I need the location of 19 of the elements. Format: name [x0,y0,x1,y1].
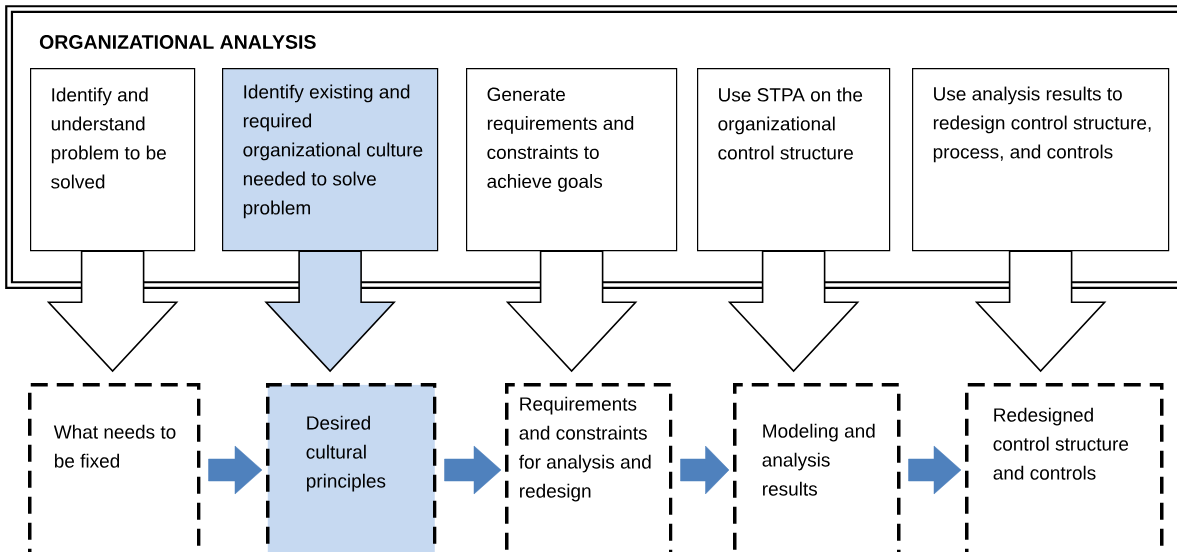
step-box: Identify existing and required organizational culture needed to solve problem [222,68,439,252]
step-box: Use STPA on the organizational control structure [697,68,891,252]
outcome-box: Modeling and analysis results [733,383,901,552]
step-box: Identify and understand problem to be solved [30,68,196,252]
block-arrow [264,250,396,373]
block-arrow [505,250,638,373]
step-box: Generate requirements and constraints to achieve goals [466,68,678,252]
block-arrow [46,250,179,373]
block-arrow [908,445,962,495]
block-arrow [444,445,502,495]
outcome-box: Requirements and constraints for analysis and redesign [505,383,673,552]
block-arrow [680,445,730,495]
block-arrow [974,250,1107,373]
outcome-box: Redesigned control structure and controls [965,383,1164,552]
outcome-box: Desired cultural principles [266,383,437,552]
step-box: Use analysis results to redesign control structure, process, and controls [912,68,1170,252]
block-arrow [727,250,860,373]
outcome-box: What needs to be fixed [28,383,201,552]
block-arrow [208,445,263,495]
